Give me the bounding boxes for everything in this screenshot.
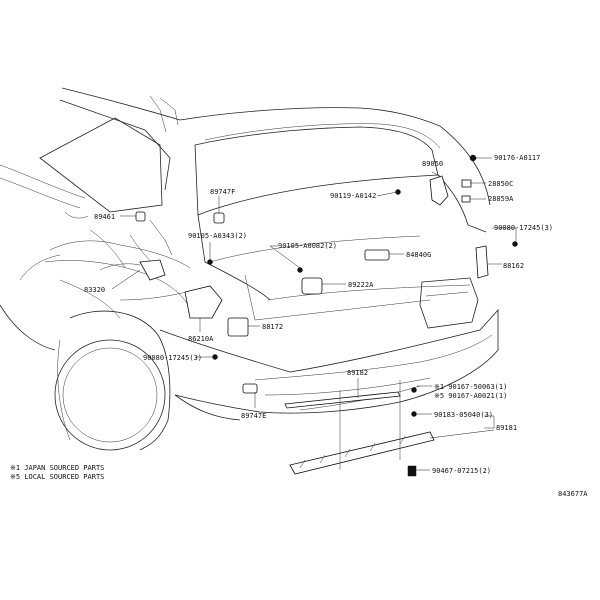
label-89182: 89182 xyxy=(347,369,368,377)
part-89747e xyxy=(242,383,258,394)
part-86210a xyxy=(184,285,223,319)
part-88162 xyxy=(475,245,489,279)
part-90080-top-icon xyxy=(512,241,518,247)
label-90467: 90467-07215(2) xyxy=(432,467,491,475)
part-90167-icon xyxy=(411,387,417,393)
label-89050: 89050 xyxy=(422,160,443,168)
part-83320 xyxy=(139,259,166,281)
label-86210a: 86210A xyxy=(188,335,214,343)
part-89461 xyxy=(135,211,146,222)
label-90167b: ※5 90167-A0021(1) xyxy=(434,392,507,400)
label-28850c: 28850C xyxy=(488,180,513,188)
leader-lines xyxy=(111,157,517,471)
legend-japan: ※1 JAPAN SOURCED PARTS xyxy=(10,464,104,472)
part-90105-icon xyxy=(207,259,213,265)
label-89747e: 89747E xyxy=(241,412,266,420)
label-90080-bottom: 90080-17245(3) xyxy=(143,354,202,362)
part-84840g xyxy=(364,249,390,261)
part-90176-icon xyxy=(469,154,477,162)
part-90183-icon xyxy=(411,411,417,417)
figure-code: 843677A xyxy=(558,490,588,498)
legend: ※1 JAPAN SOURCED PARTS ※5 LOCAL SOURCED … xyxy=(10,464,104,481)
label-90105b: 90105-A0082(2) xyxy=(278,242,337,250)
label-90167a: ※1 90167-50063(1) xyxy=(434,383,507,391)
label-90119: 90119-A0142 xyxy=(330,192,376,200)
part-28859a xyxy=(461,195,471,203)
label-84840g: 84840G xyxy=(406,251,431,259)
part-89050 xyxy=(429,175,449,206)
part-90467-icon xyxy=(407,465,417,477)
label-90105: 90105-A0343(2) xyxy=(188,232,247,240)
label-89222a: 89222A xyxy=(348,281,374,289)
label-90080-top: 90080-17245(3) xyxy=(494,224,553,232)
label-88172: 88172 xyxy=(262,323,283,331)
label-89181: 89181 xyxy=(496,424,517,432)
part-89747f xyxy=(213,212,225,224)
label-89461: 89461 xyxy=(94,213,115,221)
label-88162: 88162 xyxy=(503,262,524,270)
parts xyxy=(135,154,518,477)
part-88172 xyxy=(227,317,249,337)
vehicle-body xyxy=(0,87,499,451)
part-90080-bottom-icon xyxy=(212,354,218,360)
part-89222a xyxy=(301,277,323,295)
part-89181 xyxy=(289,431,435,475)
label-89747f: 89747F xyxy=(210,188,235,196)
label-28859a: 28859A xyxy=(488,195,514,203)
part-28850c xyxy=(461,179,472,188)
label-90176: 90176-A0117 xyxy=(494,154,540,162)
label-90183: 90183-05040(3) xyxy=(434,411,493,419)
part-90105b-icon xyxy=(297,267,303,273)
part-90119-icon xyxy=(395,189,401,195)
part-labels: 90176-A0117 89050 90119-A0142 28850C 288… xyxy=(84,154,553,475)
legend-local: ※5 LOCAL SOURCED PARTS xyxy=(10,473,104,481)
label-83320: 83320 xyxy=(84,286,105,294)
